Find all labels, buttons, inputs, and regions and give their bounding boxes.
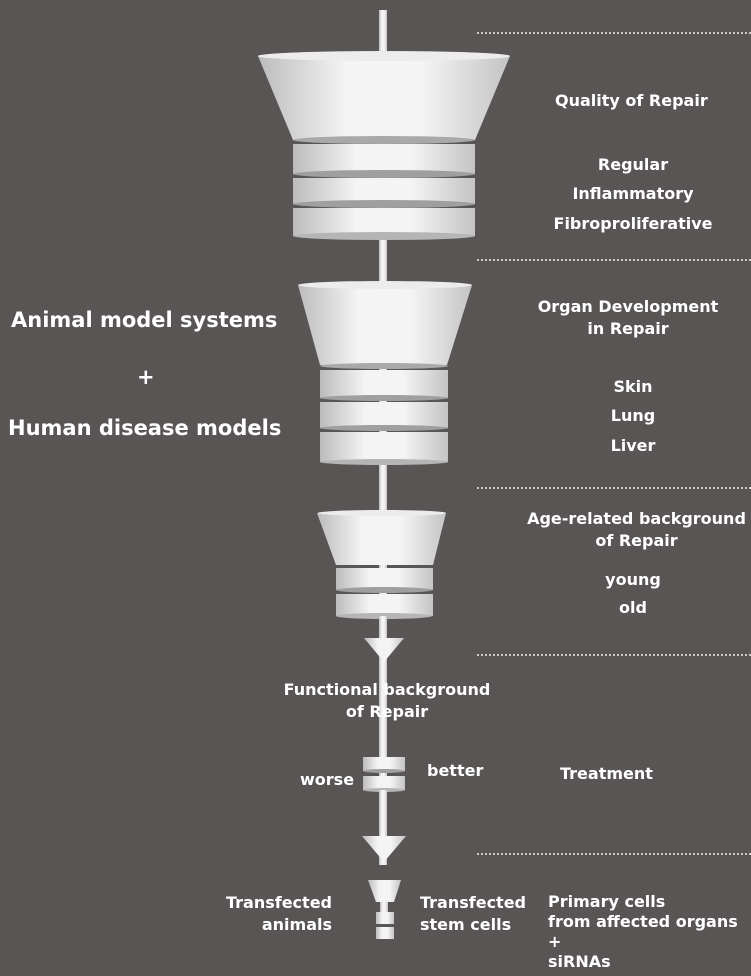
divider xyxy=(477,32,751,34)
arrow-down-icon xyxy=(364,616,404,662)
arrow-down-icon xyxy=(362,790,406,862)
divider xyxy=(477,487,751,489)
stage-title: Organ Development in Repair xyxy=(528,296,728,339)
stage-title: Age-related background of Repair xyxy=(522,508,751,551)
stage-item: Inflammatory xyxy=(558,183,708,205)
human-models-label: Human disease models xyxy=(8,414,281,442)
transfected-animals-label: Transfected animals xyxy=(216,892,332,935)
primary-cells-label: Primary cells from affected organs + siR… xyxy=(548,892,738,972)
divider xyxy=(477,853,751,855)
bottom-small-funnel xyxy=(368,880,401,939)
treatment-discs xyxy=(363,730,405,792)
stage-item: Lung xyxy=(583,405,683,427)
funnel-stage-2 xyxy=(298,281,472,369)
functional-background-label: Functional background of Repair xyxy=(272,679,502,722)
treatment-label: Treatment xyxy=(560,763,653,785)
disc-stack-2 xyxy=(320,370,448,465)
stage-item: Skin xyxy=(583,376,683,398)
animal-models-label: Animal model systems xyxy=(11,306,277,334)
stage-item: Regular xyxy=(558,154,708,176)
stage-item: old xyxy=(583,597,683,619)
funnel-stage-3 xyxy=(317,510,446,565)
disc-stack-1 xyxy=(293,144,475,240)
stage-item: young xyxy=(583,569,683,591)
plus-label: + xyxy=(137,363,155,391)
better-label: better xyxy=(427,760,483,782)
divider xyxy=(477,259,751,261)
transfected-stem-cells-label: Transfected stem cells xyxy=(420,892,526,935)
stage-item: Fibroproliferative xyxy=(548,213,718,235)
stage-item: Liver xyxy=(583,435,683,457)
stage-title: Quality of Repair xyxy=(555,90,708,112)
funnel-stage-1 xyxy=(258,51,510,144)
worse-label: worse xyxy=(300,769,354,791)
divider xyxy=(477,654,751,656)
